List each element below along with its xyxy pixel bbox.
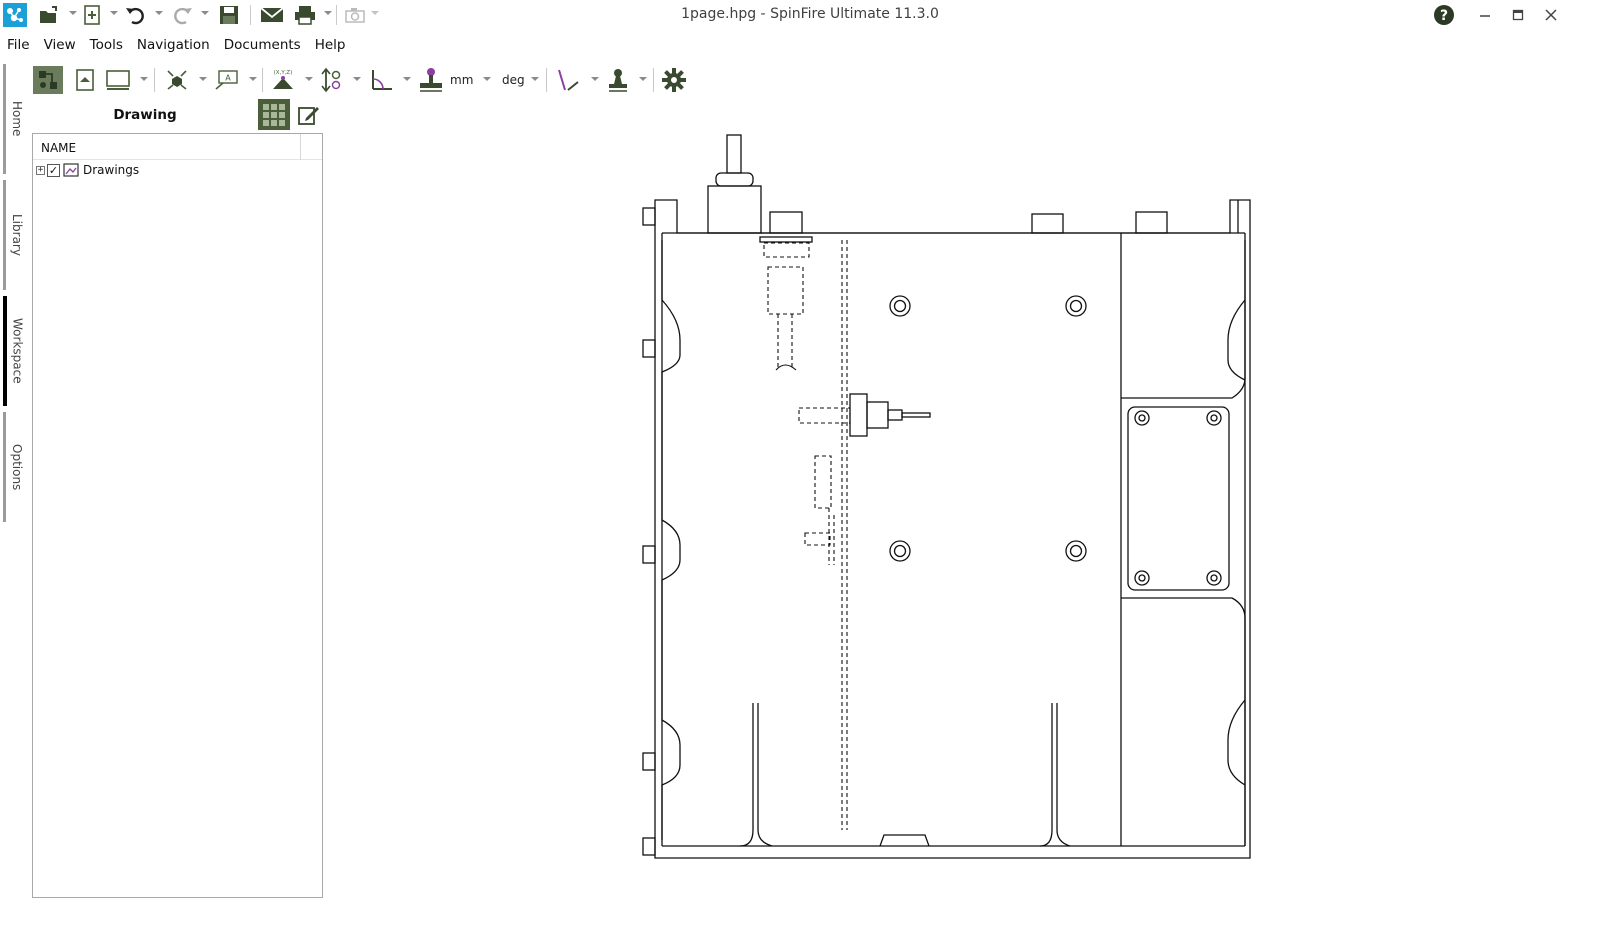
explode-dropdown-caret[interactable] [199, 77, 207, 81]
panel-title: Drawing [113, 107, 177, 123]
email-icon[interactable] [260, 3, 284, 27]
window-title: 1page.hpg - SpinFire Ultimate 11.3.0 [681, 6, 939, 22]
technical-drawing [642, 134, 1251, 859]
toolbar-separator [546, 68, 547, 92]
name-column-header[interactable]: NAME [41, 141, 77, 155]
tree-item-label: Drawings [83, 163, 140, 177]
grid-view-icon[interactable] [258, 99, 290, 130]
toolbar-separator [262, 68, 263, 92]
side-tab-workspace[interactable]: Workspace [3, 296, 28, 406]
visibility-checkbox[interactable]: ✓ [47, 163, 60, 177]
undo-icon[interactable] [124, 3, 148, 27]
new-dropdown-caret[interactable] [110, 11, 118, 15]
svg-text:A: A [225, 74, 231, 83]
svg-text:(X,Y,Z): (X,Y,Z) [274, 70, 293, 76]
side-tab-library[interactable]: Library [3, 180, 28, 290]
settings-icon[interactable] [659, 66, 689, 94]
angle-units-dropdown-caret[interactable] [531, 77, 539, 81]
sheet-icon[interactable] [72, 66, 98, 94]
view-frame-icon[interactable] [104, 66, 132, 94]
line-tool-dropdown-caret[interactable] [591, 77, 599, 81]
menu-help[interactable]: Help [314, 37, 346, 53]
redo-dropdown-caret[interactable] [201, 11, 209, 15]
save-icon[interactable] [218, 3, 240, 27]
app-logo-icon[interactable] [2, 3, 28, 27]
side-tab-options[interactable]: Options [3, 412, 28, 522]
print-dropdown-caret[interactable] [324, 11, 332, 15]
units-icon[interactable] [416, 66, 446, 94]
toolbar-separator [154, 68, 155, 92]
menu-file[interactable]: File [7, 37, 30, 53]
minimize-icon[interactable] [1471, 4, 1499, 26]
side-tab-workspace-label: Workspace [10, 318, 25, 384]
units-label[interactable]: mm [450, 73, 474, 87]
view-frame-dropdown-caret[interactable] [140, 77, 148, 81]
open-dropdown-caret[interactable] [69, 11, 77, 15]
camera-icon[interactable] [344, 3, 366, 27]
menu-view[interactable]: View [43, 37, 76, 53]
camera-dropdown-caret[interactable] [371, 11, 379, 15]
main-toolbar: A (X,Y,Z) mm deg [32, 62, 712, 98]
line-tool-icon[interactable] [553, 66, 583, 94]
tree-column-header: NAME [33, 134, 322, 160]
left-inner-wall [661, 240, 681, 840]
maximize-icon[interactable] [1504, 4, 1532, 26]
redo-icon[interactable] [170, 3, 194, 27]
print-icon[interactable] [293, 3, 317, 27]
distance-measure-icon[interactable] [317, 66, 345, 94]
help-icon[interactable]: ? [1430, 4, 1458, 26]
toolbar-separator [653, 68, 654, 92]
open-folder-icon[interactable] [38, 3, 60, 27]
column-divider[interactable] [300, 134, 301, 160]
stamp-dropdown-caret[interactable] [639, 77, 647, 81]
inset-plate [1127, 406, 1230, 591]
expand-icon[interactable]: + [36, 164, 45, 175]
stamp-icon[interactable] [603, 66, 633, 94]
annotation-dropdown-caret[interactable] [249, 77, 257, 81]
tree-item-drawings[interactable]: + ✓ Drawings [36, 161, 139, 179]
assembly-icon[interactable] [33, 66, 63, 94]
side-tab-options-label: Options [10, 443, 24, 491]
undo-dropdown-caret[interactable] [155, 11, 163, 15]
toolbar-separator [250, 5, 251, 25]
side-tab-home[interactable]: Home [3, 64, 28, 174]
close-icon[interactable] [1537, 4, 1565, 26]
side-tab-strip: Home Library Workspace Options [0, 64, 30, 534]
annotation-icon[interactable]: A [212, 66, 242, 94]
angle-units-label[interactable]: deg [502, 73, 525, 87]
side-tab-library-label: Library [10, 214, 24, 256]
explode-icon[interactable] [162, 66, 192, 94]
svg-text:?: ? [1440, 8, 1448, 24]
drawing-canvas[interactable] [330, 100, 1620, 929]
menu-bar: File View Tools Navigation Documents Hel… [0, 32, 1620, 58]
point-measure-icon[interactable]: (X,Y,Z) [269, 66, 297, 94]
point-measure-dropdown-caret[interactable] [305, 77, 313, 81]
angle-measure-icon[interactable] [366, 66, 396, 94]
tree-panel: NAME + ✓ Drawings [32, 133, 323, 898]
top-stud [726, 134, 742, 174]
menu-navigation[interactable]: Navigation [136, 37, 210, 53]
drawing-panel-header: Drawing [32, 99, 324, 130]
units-dropdown-caret[interactable] [483, 77, 491, 81]
edit-icon[interactable] [294, 102, 322, 128]
menu-documents[interactable]: Documents [223, 37, 301, 53]
menu-tools[interactable]: Tools [89, 37, 123, 53]
housing-outline [654, 199, 1251, 859]
title-bar: 1page.hpg - SpinFire Ultimate 11.3.0 ? [0, 0, 1620, 30]
new-document-icon[interactable] [82, 3, 102, 27]
drawing-node-icon [63, 163, 79, 177]
angle-measure-dropdown-caret[interactable] [403, 77, 411, 81]
toolbar-separator [336, 5, 337, 25]
distance-measure-dropdown-caret[interactable] [353, 77, 361, 81]
side-tab-home-label: Home [10, 101, 24, 137]
